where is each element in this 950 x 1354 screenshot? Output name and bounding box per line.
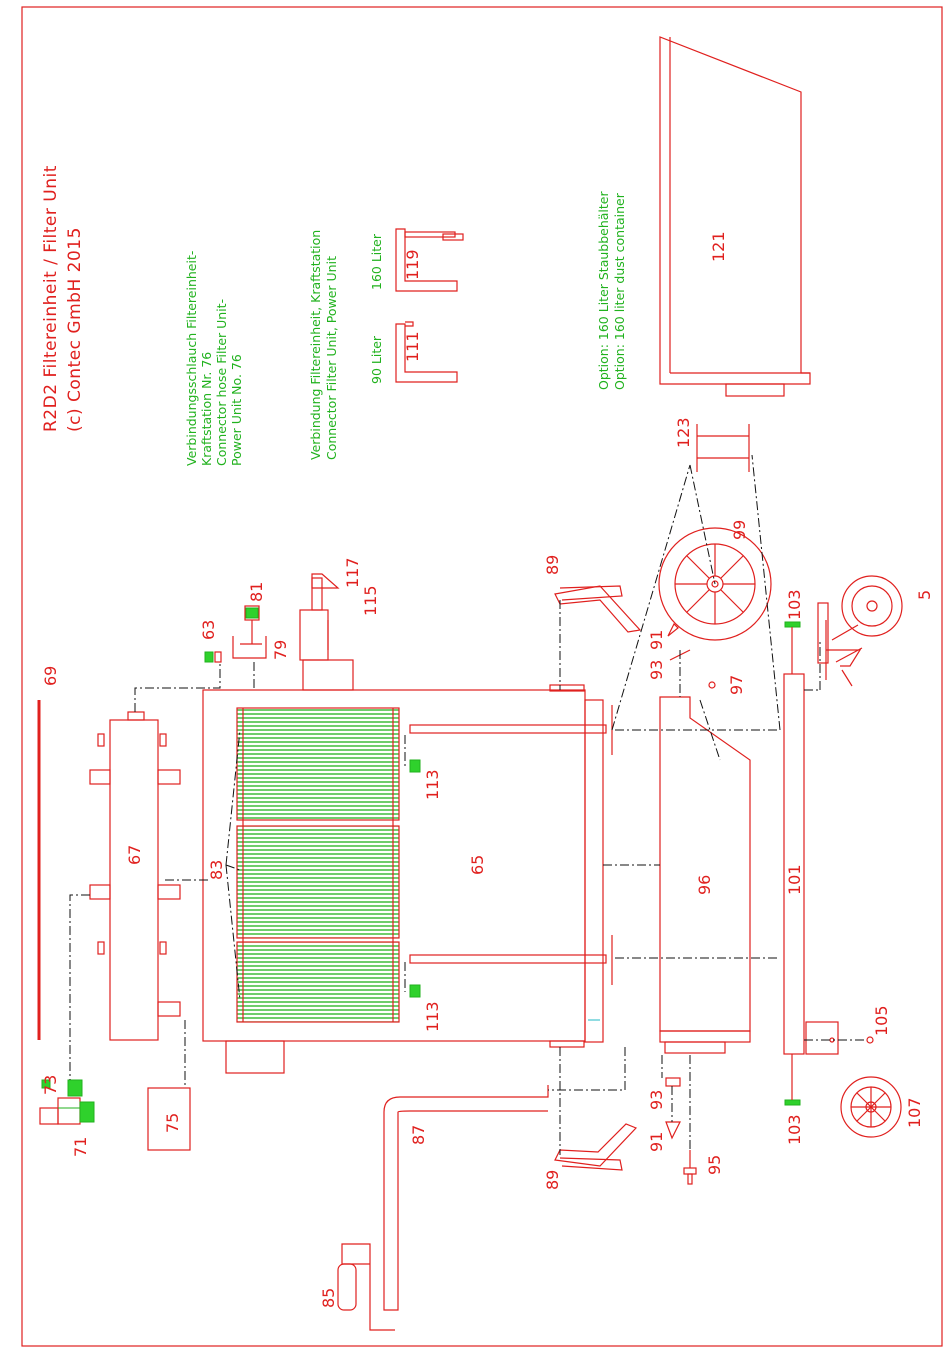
- hose-note-en-1: Connector hose Filter Unit-: [214, 299, 229, 466]
- svg-text:113: 113: [423, 1001, 442, 1032]
- svg-text:103: 103: [785, 1114, 804, 1145]
- part-65-housing: 65: [202, 659, 604, 1074]
- svg-text:65: 65: [468, 855, 487, 875]
- svg-text:5: 5: [915, 590, 934, 600]
- part-103-foot-top: 103: [784, 589, 804, 674]
- svg-text:75: 75: [163, 1113, 182, 1133]
- part-91-93-top: 91 93: [647, 622, 691, 680]
- title-line-1: R2D2 Filtereinheit / Filter Unit: [41, 165, 61, 432]
- connector-note-de: Verbindung Filtereinheit, Kraftstation: [308, 230, 323, 460]
- part-107-wheel: 107: [840, 1076, 924, 1138]
- svg-text:67: 67: [125, 845, 144, 865]
- liter-160-label: 160 Liter: [369, 233, 384, 290]
- part-75: 75: [147, 1087, 191, 1151]
- hose-note-en-2: Power Unit No. 76: [229, 354, 244, 466]
- svg-text:117: 117: [343, 557, 362, 588]
- svg-text:97: 97: [727, 675, 746, 695]
- connector-note-en: Connector Filter Unit, Power Unit: [324, 256, 339, 460]
- svg-text:103: 103: [785, 589, 804, 620]
- part-87-pipe: 87: [383, 1085, 549, 1311]
- svg-text:87: 87: [409, 1125, 428, 1145]
- part-123-axle: 123: [674, 417, 750, 472]
- part-121-dust-container: 121: [659, 36, 811, 397]
- svg-text:96: 96: [695, 875, 714, 895]
- hose-note-de-1: Verbindungsschlauch Filtereinheit-: [184, 251, 199, 466]
- part-79-81: 81 79: [232, 582, 290, 660]
- svg-text:111: 111: [403, 331, 422, 362]
- svg-text:63: 63: [199, 620, 218, 640]
- part-111-bracket: 111: [395, 321, 458, 383]
- title-line-2: (c) Contec GmbH 2015: [65, 227, 85, 432]
- connector-note: Verbindung Filtereinheit, Kraftstation C…: [308, 230, 339, 460]
- svg-text:81: 81: [247, 582, 266, 602]
- option-note-en: Option: 160 liter dust container: [612, 192, 627, 390]
- part-69: 69: [37, 666, 60, 1040]
- svg-text:91: 91: [647, 1132, 666, 1152]
- part-67-manifold: 67: [89, 711, 181, 1041]
- part-5-caster: 5: [817, 575, 934, 687]
- part-103-foot-bottom: 103: [784, 1054, 804, 1145]
- part-89-handle-top: 89: [543, 555, 642, 633]
- part-113-bottom: 113: [404, 962, 442, 1032]
- part-99-wheel: 99: [658, 520, 772, 641]
- part-63: 63: [199, 620, 222, 663]
- svg-text:101: 101: [785, 864, 804, 895]
- part-83: 83: [207, 729, 241, 1001]
- svg-text:93: 93: [647, 1090, 666, 1110]
- svg-text:85: 85: [319, 1288, 338, 1308]
- svg-text:79: 79: [271, 640, 290, 660]
- svg-text:113: 113: [423, 769, 442, 800]
- part-119-bracket: 119: [395, 228, 464, 292]
- part-97: 97: [708, 675, 746, 695]
- filter-cartridges: [236, 707, 400, 1023]
- svg-text:89: 89: [543, 555, 562, 575]
- svg-text:107: 107: [905, 1097, 924, 1128]
- svg-text:83: 83: [207, 860, 226, 880]
- part-115-117: 115 117: [299, 557, 380, 661]
- svg-text:121: 121: [709, 231, 728, 262]
- svg-text:123: 123: [674, 417, 693, 448]
- hose-note-de-2: Kraftstation Nr. 76: [199, 352, 214, 466]
- part-85: 85: [319, 1243, 395, 1331]
- svg-text:95: 95: [705, 1155, 724, 1175]
- part-91-93-95-bottom: 93 91 95: [647, 1077, 724, 1185]
- liter-90-label: 90 Liter: [369, 335, 384, 384]
- part-89-handle-bottom: 89: [543, 1123, 638, 1190]
- hose-note: Verbindungsschlauch Filtereinheit- Kraft…: [184, 251, 244, 466]
- drawing-border: [21, 6, 943, 1347]
- option-note: Option: 160 Liter Staubbehälter Option: …: [596, 191, 627, 390]
- part-105: 105: [866, 1005, 891, 1044]
- part-71-73-valve: 73 71: [39, 1075, 95, 1157]
- svg-text:91: 91: [647, 630, 666, 650]
- svg-text:119: 119: [403, 249, 422, 280]
- support-rods: [409, 705, 613, 985]
- svg-text:69: 69: [41, 666, 60, 686]
- part-113-top: 113: [404, 735, 442, 800]
- part-96-container: 96: [659, 696, 751, 1054]
- svg-text:73: 73: [41, 1075, 60, 1095]
- part-101-rail: 101: [783, 673, 839, 1055]
- title-block: R2D2 Filtereinheit / Filter Unit (c) Con…: [41, 165, 85, 432]
- svg-text:89: 89: [543, 1170, 562, 1190]
- svg-text:115: 115: [361, 585, 380, 616]
- svg-text:71: 71: [71, 1137, 90, 1157]
- svg-text:93: 93: [647, 660, 666, 680]
- option-note-de: Option: 160 Liter Staubbehälter: [596, 191, 611, 390]
- svg-text:105: 105: [872, 1005, 891, 1036]
- svg-text:99: 99: [730, 520, 749, 540]
- centerlines: [69, 454, 866, 1155]
